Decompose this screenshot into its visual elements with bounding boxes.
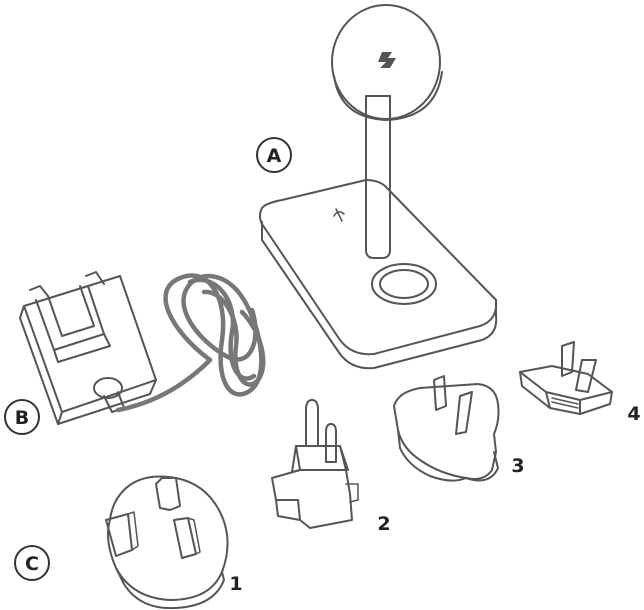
wireless-charging-icon [333, 208, 345, 222]
wireless-pad [371, 263, 437, 305]
plug-adapter-1 [105, 475, 229, 610]
charging-stand [259, 4, 498, 370]
number-3: 3 [511, 455, 524, 477]
callout-a-label: A [267, 145, 282, 167]
callout-b: B [4, 399, 40, 435]
brand-logo-icon [378, 52, 396, 68]
callout-b-label: B [15, 407, 29, 429]
plug-adapter-4 [519, 341, 613, 415]
plug-adapter-3 [393, 375, 500, 482]
callout-c: C [14, 545, 50, 581]
number-2: 2 [377, 513, 390, 535]
callout-a: A [256, 137, 292, 173]
adapter-cable [115, 273, 266, 413]
callout-c-label: C [25, 553, 39, 575]
magnetic-disc [331, 4, 443, 121]
stand-pillar [365, 95, 391, 259]
number-4: 4 [627, 403, 640, 425]
plug-adapter-2 [271, 399, 359, 529]
number-1: 1 [229, 573, 242, 595]
power-adapter [19, 271, 157, 425]
stand-base [259, 179, 498, 370]
